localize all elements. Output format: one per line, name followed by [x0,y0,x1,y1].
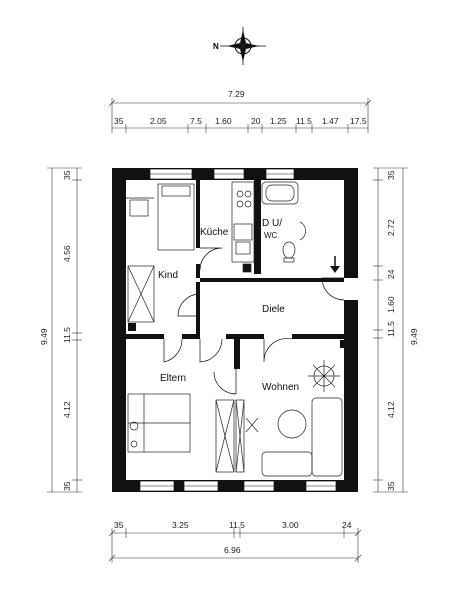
right-dim-segment: 1.60 [386,296,396,313]
entrance-arrow-icon [330,256,340,273]
room-label-kind: Kind [158,270,178,281]
bottom-dim-segment: 24 [342,520,352,530]
top-dim-segment: 7.5 [190,116,202,126]
room-label-duwc: D U/ [262,218,282,229]
bottom-dim-segment: 35 [114,520,124,530]
right-dim-segment: 4.12 [386,401,396,418]
right-dim-segment: 24 [386,269,396,279]
right-dimension-lines [373,167,408,493]
bathroom-fixtures [242,181,306,273]
left-dim-segment: 35 [62,170,72,180]
right-total-dimension: 9.49 [409,328,419,345]
left-dim-segment: 11.5 [62,327,72,343]
left-dim-segment: 4.56 [62,245,72,262]
bottom-dim-segment: 3.00 [282,520,299,530]
top-dimension-lines [108,98,372,133]
top-total-dimension: 7.29 [228,89,245,99]
bottom-dim-segment: 11.5 [229,520,245,530]
room-label-eltern: Eltern [160,373,186,384]
right-dim-segment: 35 [386,481,396,491]
top-dim-segment: 1.47 [322,116,339,126]
right-dim-segment: 2.72 [386,219,396,236]
windows [139,168,337,492]
doors [163,247,345,395]
interior-walls [126,180,348,369]
right-dim-segment: 35 [386,170,396,180]
wohnen-furniture [245,360,343,477]
top-dim-segment: 1.60 [215,116,232,126]
room-label-kueche: Küche [200,227,229,238]
top-dim-segment: 1.25 [270,116,287,126]
room-label-diele: Diele [262,304,285,315]
top-dim-segment: 17.5 [350,116,367,126]
kind-furniture [126,183,195,323]
top-dim-segment: 20 [251,116,261,126]
bottom-dimension-lines [108,528,362,563]
room-label-duwc-wc: WC [264,231,278,240]
top-dim-segment: 2.05 [150,116,167,126]
exterior-walls [112,168,358,492]
left-dim-segment: 35 [62,481,72,491]
eltern-furniture [127,393,245,473]
left-dimension-lines [47,167,82,493]
right-dim-segment: 11.5 [386,321,396,337]
left-total-dimension: 9.49 [39,328,49,345]
top-dim-segment: 11.5 [296,116,312,126]
north-label: N [213,42,219,51]
left-dim-segment: 4.12 [62,401,72,418]
kitchen-fixtures [231,181,255,263]
bottom-total-dimension: 6.96 [224,545,241,555]
compass-rose-icon: N [213,27,266,65]
bottom-dim-segment: 3.25 [172,520,189,530]
top-dim-segment: 35 [114,116,124,126]
room-label-wohnen: Wohnen [262,382,299,393]
